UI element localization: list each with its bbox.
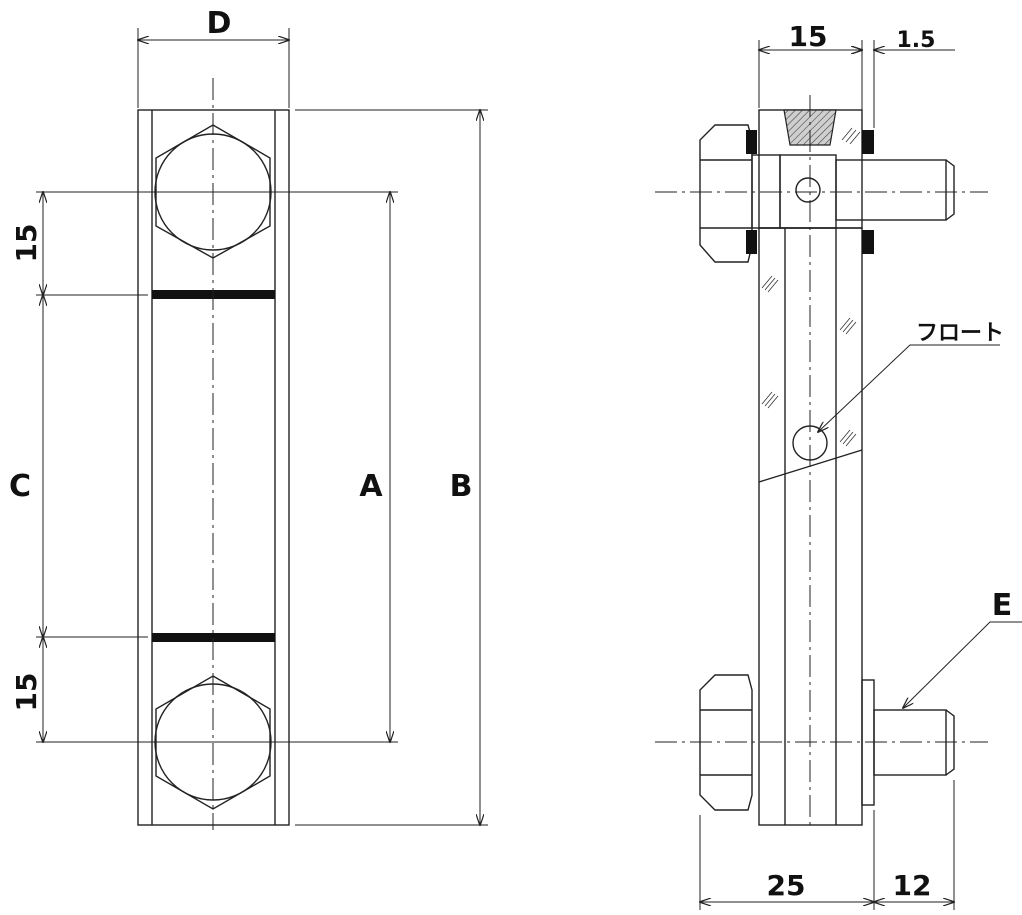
float-leader	[818, 344, 1000, 432]
label-a: A	[359, 469, 383, 504]
front-view: D A B C 15 15	[9, 6, 488, 830]
label-float: フロート	[916, 321, 1004, 346]
side-hatched-plug	[783, 109, 837, 146]
side-bottom-bolt-head	[699, 674, 753, 811]
label-d: D	[207, 6, 232, 41]
side-top-bolt-head	[699, 124, 781, 263]
label-15-bottom: 15	[10, 673, 43, 712]
label-25: 25	[767, 869, 806, 902]
side-view: 15 1.5 25 12 フロート E	[655, 20, 1022, 910]
label-b: B	[450, 469, 473, 504]
label-1-5: 1.5	[897, 28, 936, 53]
e-leader	[903, 621, 1022, 708]
side-top-stud	[835, 159, 955, 221]
gasket-top-right-lower	[862, 230, 874, 254]
label-c: C	[9, 469, 31, 504]
side-port-hole	[795, 177, 821, 203]
gasket-top-left-upper	[746, 130, 757, 154]
label-15-top: 15	[10, 224, 43, 263]
label-e: E	[992, 588, 1013, 623]
label-side-15: 15	[789, 20, 828, 53]
gasket-top-left-lower	[746, 230, 757, 254]
label-12: 12	[893, 869, 932, 902]
gasket-top-right-upper	[862, 130, 874, 154]
lower-level-mark	[152, 633, 275, 642]
glass-hatch-marks	[761, 127, 861, 447]
